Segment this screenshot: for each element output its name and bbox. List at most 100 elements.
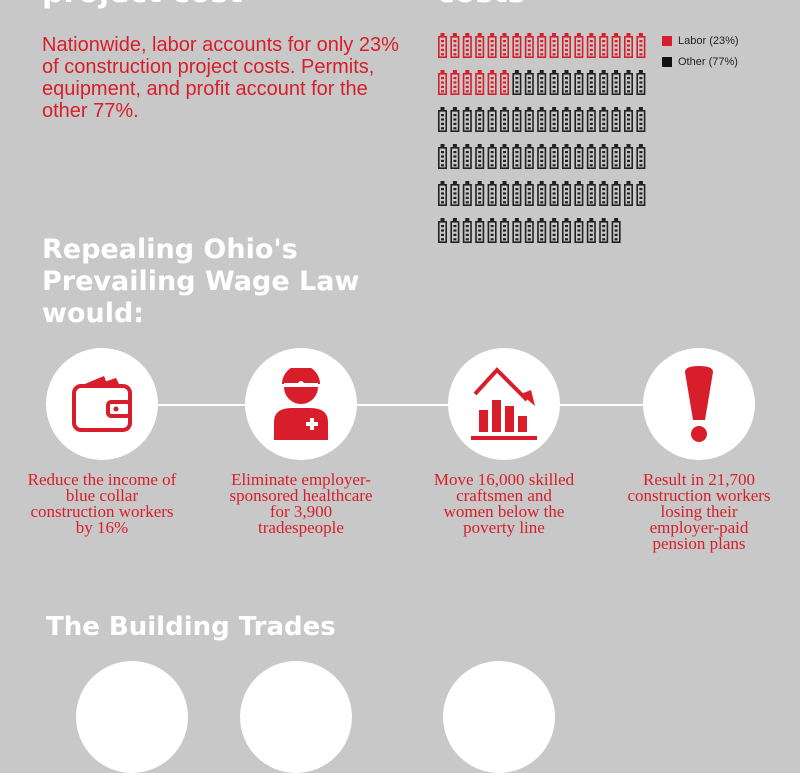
building-icon-other [437,218,448,244]
building-icon-other [450,107,460,133]
building-icon-other [574,70,584,95]
building-icon-other [537,70,547,95]
building-icon-other [586,218,596,244]
building-icon-other [611,144,621,170]
building-icon-labor [462,33,472,58]
building-icon-other [586,144,596,170]
building-icon-other [562,107,572,133]
repeal-heading-line-3: would: [42,298,145,329]
building-icon-labor [450,70,460,95]
building-icon-labor [475,70,485,95]
building-icon-other [611,107,621,133]
building-icon-other [524,181,534,207]
building-icon-other [611,218,621,244]
building-icon-other [437,144,448,170]
building-icon-other [537,107,547,133]
building-icon-other [574,107,584,133]
legend-label-labor: Labor (23%) [678,34,739,47]
building-icon-labor [487,33,497,58]
building-icon-other [636,107,646,133]
building-icon-other [549,70,559,95]
building-icon-other [537,218,547,244]
building-icon-other [524,144,534,170]
building-trades-heading: The Building Trades [46,612,336,642]
building-icon-labor [499,33,509,58]
building-icon-other [499,144,509,170]
building-icon-other [462,107,472,133]
building-icon-labor [537,33,547,58]
building-icon-other [512,218,522,244]
building-icon-other [599,181,609,207]
building-icon-other [524,218,534,244]
building-icon-other [562,144,572,170]
building-icon-other [636,144,646,170]
building-icon-labor [599,33,609,58]
building-icon-labor [437,70,448,95]
building-icon-other [475,107,485,133]
declining-chart-icon [471,367,537,440]
building-icon-other [586,181,596,207]
building-icon-other [562,218,572,244]
exclamation-icon [685,366,713,442]
building-icon-other [450,181,460,207]
building-icon-other [574,218,584,244]
building-icon-other [611,181,621,207]
building-icon-other [462,144,472,170]
building-icon-other [524,70,534,95]
building-icon-other [512,70,522,95]
intro-paragraph: Nationwide, labor accounts for only 23% … [42,34,399,122]
building-icon-other [499,181,509,207]
impact-circle-income [46,348,158,460]
legend-label-other: Other (77%) [678,55,738,68]
building-icon-other [549,218,559,244]
healthcare-worker-icon [274,368,328,440]
building-icon-labor [512,33,522,58]
building-icon-other [512,144,522,170]
building-icon-other [599,107,609,133]
building-icon-other [475,144,485,170]
building-icon-labor [487,70,497,95]
trade-circle-3 [443,661,555,773]
impact-circle-healthcare [245,348,357,460]
building-icon-other [437,107,448,133]
building-icon-other [624,70,634,95]
repeal-heading-line-2: Prevailing Wage Law [42,266,360,297]
building-icon-labor [524,33,534,58]
building-icon-other [549,107,559,133]
building-icon-other [499,218,509,244]
building-icon-other [574,144,584,170]
impact-circle-pension [643,348,755,460]
building-icon-other [562,70,572,95]
building-icon-other [599,70,609,95]
building-icon-other [636,70,646,95]
section-heading-right: costs [437,0,525,8]
section-heading-left: project cost [42,0,243,8]
trade-circle-2 [240,661,352,773]
building-icon-other [487,107,497,133]
building-icon-labor [462,70,472,95]
building-icon-other [437,181,448,207]
building-icon-other [512,107,522,133]
building-icon-other [450,144,460,170]
building-icon-labor [586,33,596,58]
impact-text-pension: Result in 21,700 construction workers lo… [627,470,771,553]
building-icon-labor [450,33,460,58]
building-icon-other [599,144,609,170]
impact-text-income: Reduce the income of blue collar constru… [27,470,177,537]
building-icon-other [487,144,497,170]
building-icon-other [624,107,634,133]
building-icon-other [450,218,460,244]
building-icon-other [487,218,497,244]
repeal-heading: Repealing Ohio's Prevailing Wage Law wou… [42,234,359,330]
building-icon-other [499,107,509,133]
building-icon-other [599,218,609,244]
building-icon-other [611,70,621,95]
building-icon-other [624,144,634,170]
legend-item-other: Other (77%) [662,51,739,72]
building-icon-other [537,181,547,207]
building-icon-other [475,181,485,207]
impact-text-healthcare: Eliminate employer-sponsored healthcare … [229,470,373,537]
legend-item-labor: Labor (23%) [662,30,739,51]
wallet-icon [72,376,132,432]
connector-line [100,404,700,406]
